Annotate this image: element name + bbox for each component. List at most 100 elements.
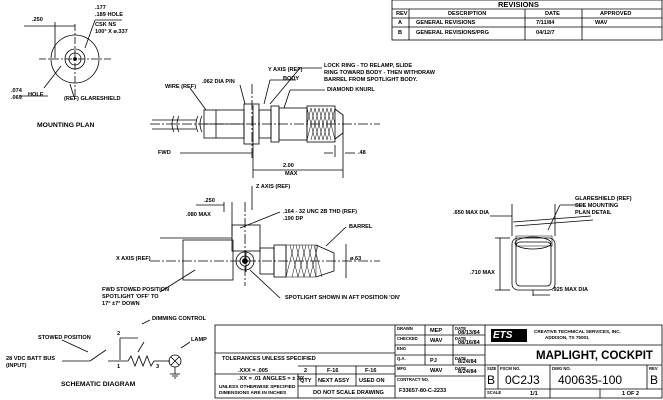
- contract-value: F33657-80-C-2233: [399, 388, 447, 394]
- drawn-date: 08/13/84: [458, 330, 480, 336]
- qty-label: QTY: [300, 378, 312, 384]
- cage-code: 0C2J3: [505, 373, 540, 387]
- lock-ring-line2: RING TOWARD BODY - THEN WITHDRAW: [324, 70, 436, 76]
- knurl-hatching: [285, 107, 336, 278]
- drawing-title: MAPLIGHT, COCKPIT: [536, 350, 653, 362]
- batt-bus-line2: (INPUT): [6, 363, 27, 369]
- qa-date-label: DATE: [455, 356, 467, 361]
- lamp-label: LAMP: [191, 337, 207, 343]
- detail-glareshield-line3: PLAN DETAIL: [575, 210, 612, 216]
- front-view: [150, 202, 380, 299]
- stowed-line1: FWD STOWED POSITION: [102, 287, 170, 293]
- dim-max: MAX: [285, 171, 298, 177]
- qa-by: PJ: [430, 358, 437, 364]
- mfg-date: 8/24/84: [458, 369, 477, 375]
- checked-by: WAV: [430, 338, 443, 344]
- engr-label: ENG: [397, 346, 407, 351]
- approved-header: APPROVED: [600, 11, 632, 17]
- dim-080-max: .080 MAX: [186, 212, 211, 218]
- detail-view: [490, 204, 594, 296]
- qa-label: Q.A.: [397, 356, 406, 361]
- dims-note-line2: DIMENSIONS ARE IN INCHES: [219, 391, 287, 396]
- checked-label: CHECKED: [397, 336, 418, 341]
- sheet-number: 1 OF 2: [622, 391, 640, 397]
- body-label: BODY: [283, 76, 300, 82]
- revision-b-description: GENERAL REVISIONS/PRG: [416, 30, 489, 36]
- no-scale-label: DO NOT SCALE DRAWING: [313, 390, 384, 396]
- checked-date-label: DATE: [455, 336, 467, 341]
- checked-date: 08/16/84: [458, 340, 480, 346]
- revision-b-letter: B: [398, 30, 403, 36]
- y-axis-label: Y AXIS (REF): [268, 67, 303, 73]
- scale-label: SCALE: [487, 390, 502, 395]
- scale-value: 1/1: [530, 391, 538, 397]
- used-on-value: F-16: [365, 368, 377, 374]
- contract-label: CONTRACT NO.: [397, 377, 430, 382]
- schematic-diagram: [61, 319, 191, 379]
- lock-ring-line3: BARREL FROM SPOTLIGHT BODY.: [324, 77, 418, 83]
- dim-063: ø.63: [350, 256, 362, 262]
- drawn-by: MEP: [430, 328, 443, 334]
- revision-b-date: 04/12/7: [536, 30, 555, 36]
- detail-glareshield-line2: SEE MOUNTING: [575, 203, 619, 209]
- drawing-number: 400635-100: [558, 373, 623, 387]
- front-dim-250: .250: [204, 198, 215, 204]
- title-block-lines: [214, 324, 663, 399]
- mount-dim-250: .250: [32, 17, 43, 23]
- mfg-by: WAV: [430, 368, 443, 374]
- stowed-position-label: STOWED POSITION: [38, 335, 91, 341]
- company-line2: ADDISON, TX 75001: [545, 335, 589, 340]
- thread-spec-line1: .164 - 32 UNC 2B THD (REF): [283, 209, 357, 215]
- stowed-line2: SPOTLIGHT 'OFF' TO: [102, 294, 159, 300]
- drawn-label: DRAWN: [397, 326, 413, 331]
- detail-glareshield-line1: GLARESHIELD (REF): [575, 196, 632, 202]
- aft-position-label: SPOTLIGHT SHOWN IN AFT POSITION 'ON': [285, 295, 401, 301]
- side-fwd-label: FWD: [158, 150, 171, 156]
- dim-710-max: .710 MAX: [470, 270, 495, 276]
- lock-ring-line1: LOCK RING - TO RELAMP, SLIDE: [324, 63, 413, 69]
- hole-label: HOLE: [28, 92, 44, 98]
- revision-a-letter: A: [398, 20, 403, 26]
- tolerance-line2: .XX = .01 ANGLES = ± 30': [238, 376, 305, 382]
- revisions-block-frame: [391, 0, 663, 41]
- dim-650-max-dia: .650 MAX DIA: [453, 210, 490, 216]
- hole-spec-line4: 100° X ø.337: [95, 29, 128, 35]
- ets-logo-text: ETS: [493, 330, 513, 341]
- dim-48: .48: [358, 150, 366, 156]
- thread-spec-line2: .190 DP: [283, 216, 304, 222]
- hole-spec-line3: CSK NS: [95, 22, 117, 28]
- pin-label: .062 DIA PIN: [202, 79, 235, 85]
- pin-1-label: 1: [117, 364, 121, 370]
- qa-date: 8/24/84: [458, 359, 477, 365]
- tolerance-line1: .XXX = .005: [238, 368, 269, 374]
- x-axis-label: X AXIS (REF): [116, 256, 151, 262]
- mount-glareshield-label: (REF) GLARESHIELD: [64, 96, 121, 102]
- schematic-title: SCHEMATIC DIAGRAM: [61, 381, 136, 388]
- revision-a-description: GENERAL REVISIONS: [416, 20, 476, 26]
- date-header: DATE: [545, 11, 560, 17]
- stowed-line3: 17° ±7° DOWN: [102, 301, 140, 307]
- rev-value: B: [650, 373, 659, 387]
- batt-bus-line1: 28 VDC BATT BUS: [6, 356, 56, 362]
- next-assy-label: NEXT ASSY: [318, 378, 350, 384]
- cage-label: FSCM NO.: [500, 366, 521, 371]
- mounting-plan-title: MOUNTING PLAN: [37, 122, 95, 129]
- hole-dim-074: .074: [11, 88, 22, 94]
- description-header: DESCRIPTION: [448, 11, 487, 17]
- dims-note-line1: UNLESS OTHERWISE SPECIFIED: [219, 385, 296, 390]
- size-value: B: [487, 373, 496, 387]
- mfg-label: MFG: [397, 366, 407, 371]
- revision-a-approved: WAV: [595, 20, 608, 26]
- company-line1: CREATIVE TECHNICAL SERVICES, INC.: [534, 329, 621, 334]
- size-label: SIZE: [487, 366, 497, 371]
- pin-3-label: 3: [156, 364, 160, 370]
- rev-header: REV: [396, 11, 408, 17]
- z-axis-label: Z AXIS (REF): [256, 184, 291, 190]
- qty-value: 2: [304, 368, 308, 374]
- tolerances-label: TOLERANCES UNLESS SPECIFIED: [222, 356, 316, 362]
- drawn-date-label: DATE: [455, 326, 467, 331]
- dim-2-00: 2.00: [283, 163, 294, 169]
- dimming-control-label: DIMMING CONTROL: [152, 316, 207, 322]
- dwg-no-label: DWG NO.: [552, 366, 571, 371]
